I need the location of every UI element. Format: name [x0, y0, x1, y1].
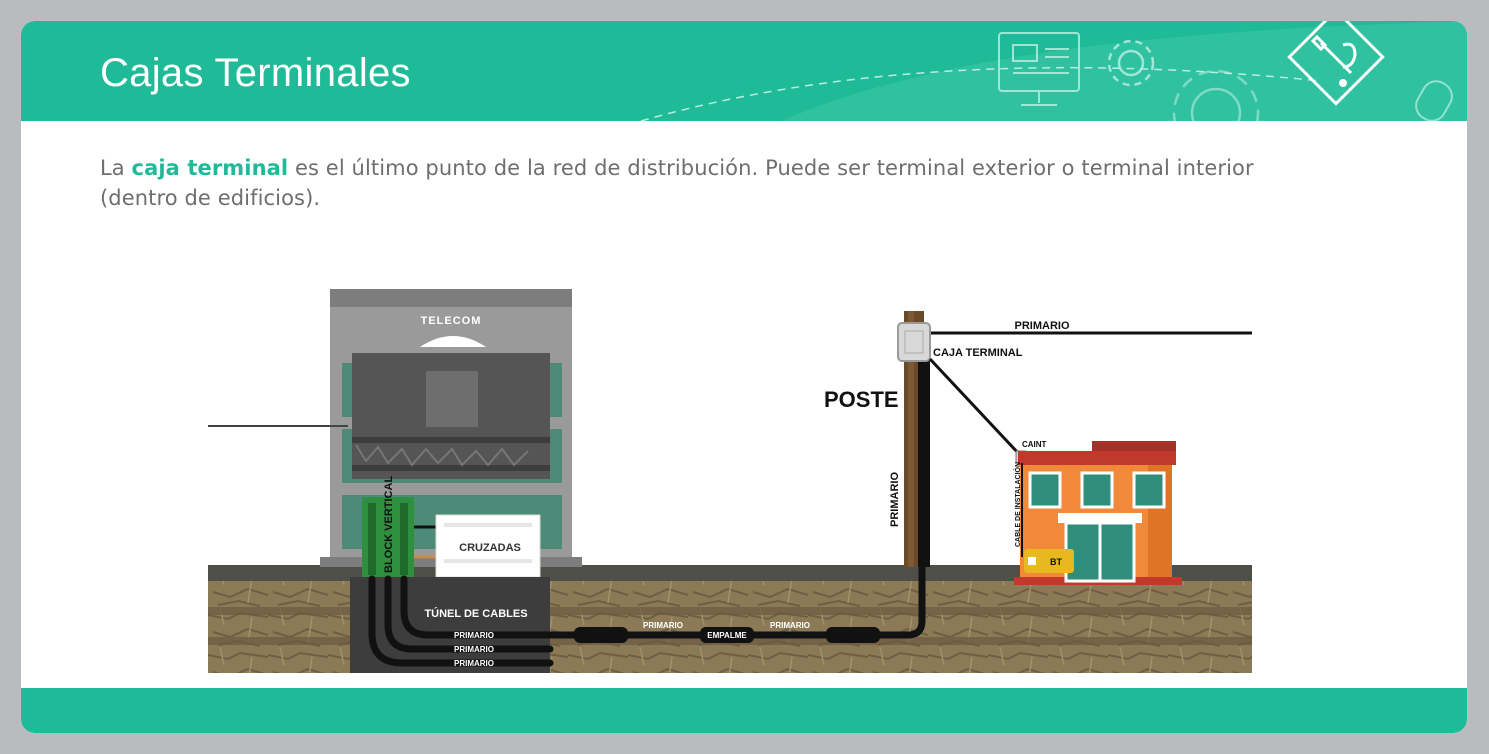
- header-decoration: [640, 21, 1467, 121]
- tunnel-label: TÚNEL DE CABLES: [424, 607, 527, 620]
- page-title: Cajas Terminales: [100, 51, 411, 95]
- cable-instalacion-label: CABLE DE INSTALACIÓN: [1013, 462, 1022, 547]
- primario-label-2: PRIMARIO: [454, 645, 494, 654]
- poste-label: POSTE: [824, 387, 899, 412]
- primario-label-3: PRIMARIO: [454, 659, 494, 668]
- network-diagram: TELECOM BLOCK VERTICAL CRUZADAS TÚNEL DE…: [208, 289, 1252, 673]
- primario-aerial-label: PRIMARIO: [1015, 320, 1070, 332]
- splice-1: [574, 627, 628, 643]
- cruzadas-label: CRUZADAS: [459, 542, 521, 554]
- footer-bar: [21, 688, 1467, 733]
- splice-3: [826, 627, 880, 643]
- empalme-label: EMPALME: [707, 631, 747, 640]
- caja-terminal-label: CAJA TERMINAL: [933, 347, 1023, 359]
- splice-2: [700, 627, 754, 643]
- telecom-sign: TELECOM: [421, 315, 482, 327]
- tools-icon: [1287, 21, 1385, 106]
- bt-box: [1024, 549, 1074, 573]
- caja-terminal: [897, 322, 931, 362]
- bt-label: BT: [1050, 557, 1062, 567]
- header-banner: Cajas Terminales: [21, 21, 1467, 121]
- primario-label-4: PRIMARIO: [643, 621, 683, 630]
- primario-label-1: PRIMARIO: [454, 631, 494, 640]
- intro-paragraph: La caja terminal es el último punto de l…: [100, 153, 1330, 213]
- intro-suffix: es el último punto de la red de distribu…: [100, 156, 1254, 210]
- primario-pole-label: PRIMARIO: [889, 472, 901, 527]
- slide: Cajas Terminales La caja terminal es el …: [21, 21, 1467, 733]
- intro-highlight: caja terminal: [131, 156, 289, 180]
- drop-cable: [928, 357, 1022, 457]
- monitor-icon: [998, 32, 1080, 106]
- block-vertical-label: BLOCK VERTICAL: [383, 476, 395, 573]
- primario-label-5: PRIMARIO: [770, 621, 810, 630]
- gear-icon: [1107, 39, 1260, 121]
- intro-prefix: La: [100, 156, 132, 180]
- caint-label: CAINT: [1022, 440, 1047, 449]
- mouse-icon: [1415, 80, 1453, 121]
